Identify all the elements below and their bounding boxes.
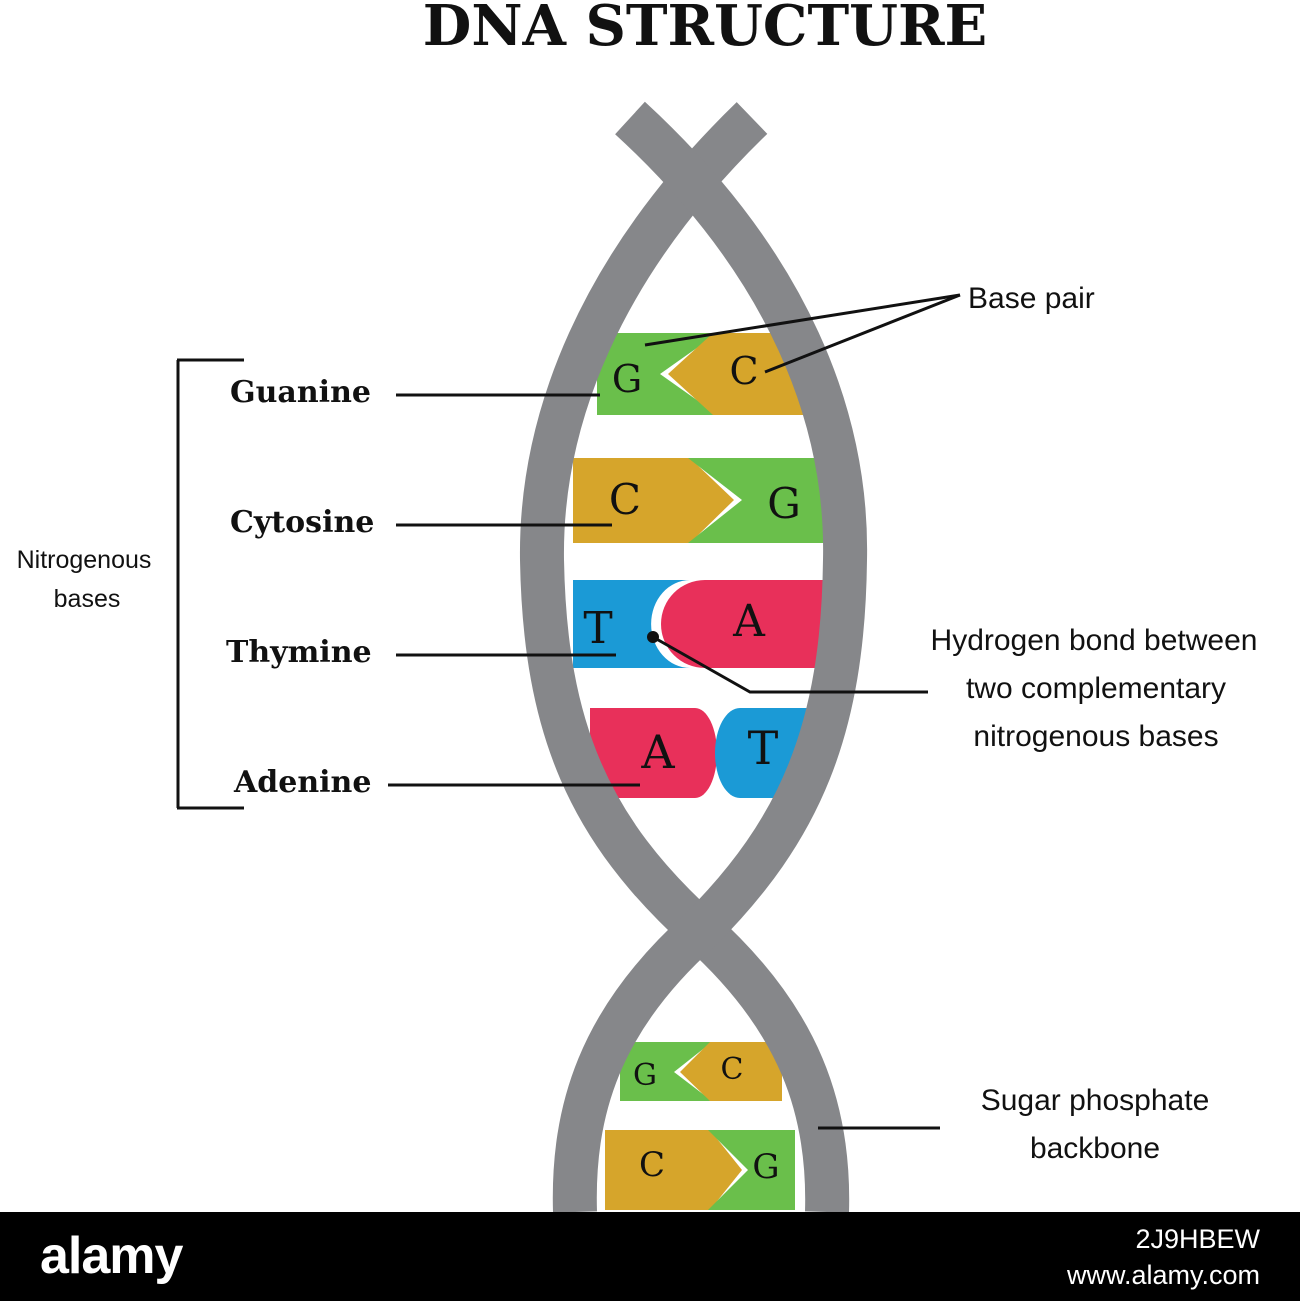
- cytosine-block: [668, 333, 808, 415]
- base-pair-5: G C: [620, 1042, 782, 1101]
- guanine-block: [620, 1042, 712, 1101]
- base-letter: G: [612, 357, 642, 401]
- hydrogen-bond-label-line2: two complementary: [966, 672, 1226, 705]
- base-pair-label: Base pair: [968, 282, 1095, 315]
- base-letter: G: [767, 479, 801, 528]
- adenine-label: Adenine: [233, 765, 371, 800]
- backbone-label-line1: Sugar phosphate: [981, 1084, 1210, 1117]
- guanine-block: [708, 1130, 795, 1210]
- base-letter: C: [729, 349, 758, 393]
- base-pair-1: G C: [597, 333, 808, 415]
- footer-url: www.alamy.com: [1066, 1260, 1260, 1290]
- nitrogenous-bases-label-line1: Nitrogenous: [17, 546, 152, 574]
- base-pair-2: C G: [573, 458, 825, 543]
- thymine-block: [573, 580, 690, 668]
- base-letter: G: [752, 1147, 779, 1187]
- adenine-block: [590, 708, 717, 798]
- base-letter: A: [732, 596, 766, 647]
- base-letter: G: [633, 1058, 657, 1093]
- base-letter: A: [640, 725, 675, 779]
- cytosine-label: Cytosine: [230, 505, 374, 540]
- hydrogen-bond-label-line1: Hydrogen bond between: [931, 624, 1258, 657]
- cytosine-block: [573, 458, 734, 543]
- base-letter: T: [748, 721, 779, 775]
- guanine-label: Guanine: [230, 375, 371, 410]
- nitrogenous-bases-label-line2: bases: [54, 585, 121, 613]
- nitrogenous-bracket: [176, 358, 244, 810]
- base-letter: C: [721, 1052, 744, 1087]
- thymine-label: Thymine: [226, 635, 372, 670]
- cytosine-block: [680, 1042, 782, 1101]
- hydrogen-bond-label-line3: nitrogenous bases: [973, 720, 1218, 753]
- adenine-block: [661, 580, 828, 668]
- guanine-block: [688, 458, 825, 543]
- footer-bar: alamy 2J9HBEW www.alamy.com: [0, 1212, 1300, 1301]
- base-pair-6: C G: [605, 1130, 795, 1210]
- base-letter: C: [609, 475, 641, 524]
- backbone-strand-left: [519, 102, 850, 1213]
- backbone-label-line2: backbone: [1030, 1132, 1160, 1165]
- image-id: 2J9HBEW: [1135, 1224, 1260, 1254]
- base-letter: T: [583, 603, 612, 654]
- diagram-title: DNA STRUCTURE: [423, 0, 987, 59]
- base-letter: C: [639, 1145, 665, 1185]
- base-pair-callout-lines: [644, 293, 961, 374]
- cytosine-block: [605, 1130, 742, 1210]
- hydrogen-bond-leader-line: [652, 635, 928, 694]
- alamy-logo: alamy: [40, 1227, 183, 1285]
- guanine-block: [597, 333, 718, 415]
